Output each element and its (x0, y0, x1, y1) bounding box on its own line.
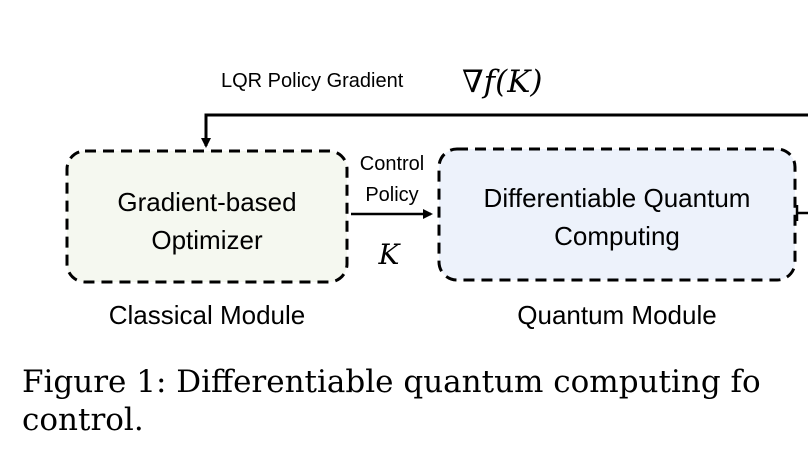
quantum-box-title-line2: Computing (554, 221, 680, 251)
classical-module-label: Classical Module (108, 300, 306, 330)
quantum-module-label: Quantum Module (517, 300, 717, 330)
feedback-arrow (201, 113, 808, 148)
classical-box-title-line2: Optimizer (151, 225, 263, 255)
caption-line1: Figure 1: Differentiable quantum computi… (22, 364, 761, 400)
classical-box-title-line1: Gradient-based (117, 187, 297, 217)
figure-caption: Figure 1: Differentiable quantum computi… (22, 363, 808, 439)
control-label-line2: Policy (365, 184, 419, 206)
feedback-label: LQR Policy Gradient (221, 70, 404, 92)
classical-module-box (65, 149, 349, 284)
gradient-math-label: ∇f(K) (462, 64, 543, 100)
control-label-line1: Control (359, 153, 425, 175)
quantum-box-title-line1: Differentiable Quantum (483, 183, 751, 213)
diagram-canvas (65, 113, 808, 284)
caption-line2: control. (22, 402, 144, 438)
quantum-module-box (437, 147, 797, 282)
control-math-label: K (378, 238, 400, 271)
